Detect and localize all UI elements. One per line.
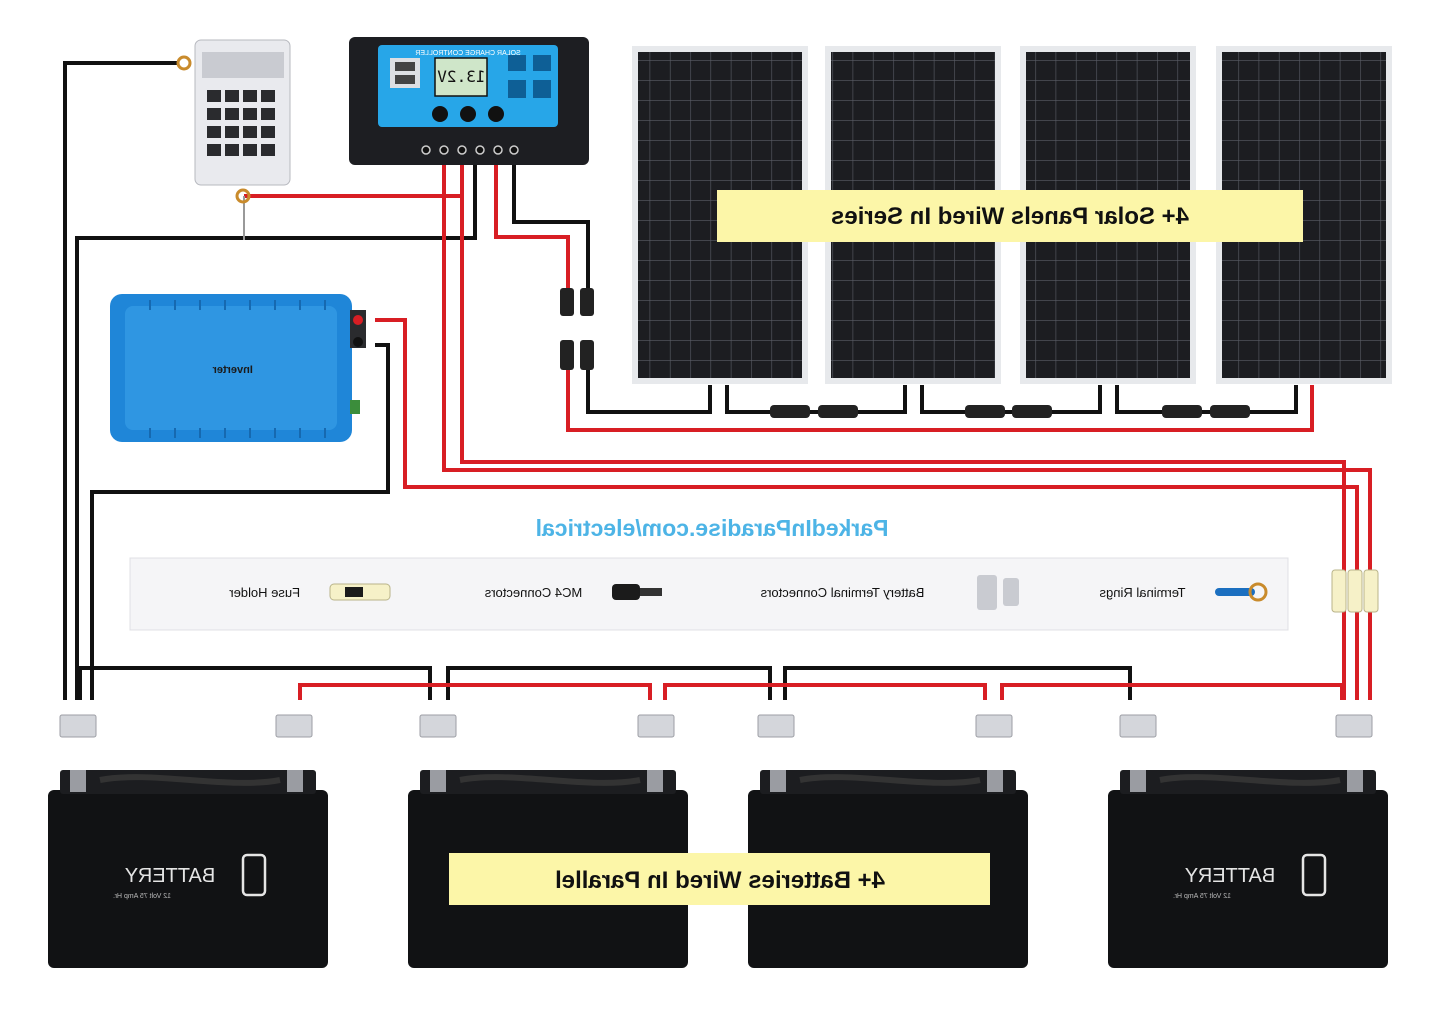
fuse-holder-icon — [329, 583, 391, 601]
batteries-title: 4+ Batteries Wired In Parallel — [449, 853, 990, 905]
legend-label-fuse-holder: Fuse Holder — [229, 585, 300, 600]
battery-brand: BATTERY — [125, 865, 215, 887]
charge-controller: SOLAR CHARGE CONTROLLER 13.2V — [349, 37, 589, 165]
terminal-blocks — [59, 714, 1373, 738]
controller-display: 13.2V — [437, 67, 486, 86]
terminal-ring-icon — [1215, 582, 1268, 602]
legend-label-battery-terminal: Battery Terminal Connectors — [760, 585, 924, 600]
fuse-box — [176, 39, 291, 204]
battery-spec: 12 Volt 75 Amp Hr. — [113, 893, 171, 900]
battery-terminal-connector-icon — [977, 575, 1019, 610]
battery: BATTERY 12 Volt 75 Amp Hr. — [1108, 770, 1388, 968]
batteries-title-text: 4+ Batteries Wired In Parallel — [555, 867, 885, 894]
mc4-connectors — [560, 288, 1250, 418]
battery: BATTERY 12 Volt 75 Amp Hr. — [48, 770, 328, 968]
battery-spec: 12 Volt 75 Amp Hr. — [1173, 893, 1231, 900]
inverter-label: Inverter — [212, 364, 253, 376]
panels-title-text: 4+ Solar Panels Wired In Series — [831, 203, 1189, 230]
panels-title: 4+ Solar Panels Wired In Series — [717, 190, 1303, 242]
legend-label-terminal-rings: Terminal Rings — [1099, 585, 1185, 600]
legend: Terminal Rings Battery Terminal Connecto… — [129, 557, 1289, 631]
legend-label-mc4: MC4 Connectors — [484, 585, 582, 600]
mc4-connector-icon — [612, 584, 662, 600]
inline-fuses — [1331, 569, 1379, 613]
website-url: ParkedInParadise.com/electrical — [536, 515, 889, 541]
battery-brand: BATTERY — [1185, 865, 1275, 887]
controller-header: SOLAR CHARGE CONTROLLER — [415, 50, 520, 57]
inverter: Inverter — [110, 294, 366, 442]
